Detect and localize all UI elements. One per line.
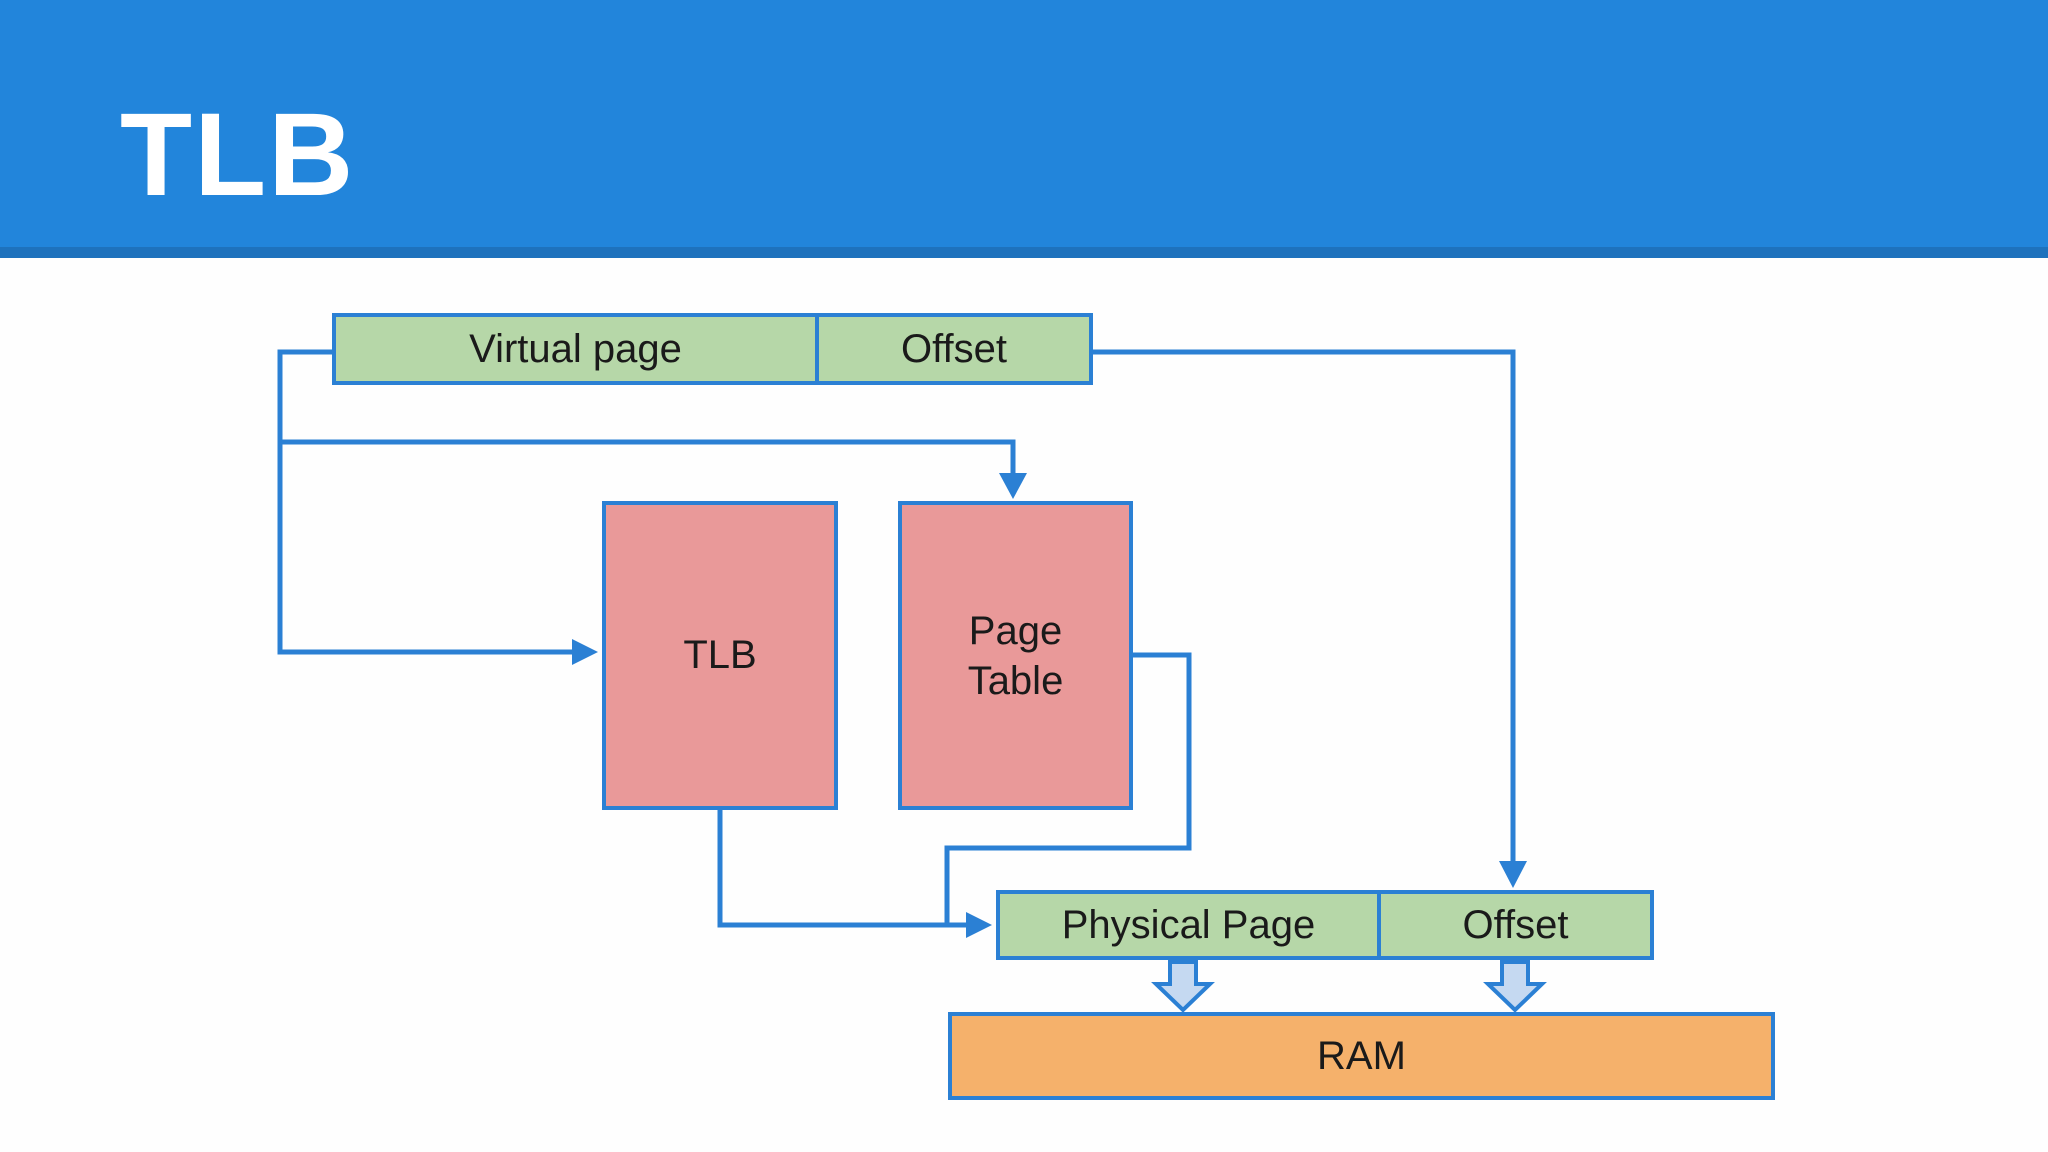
block-down-arrow-physicalpage-icon [1151,960,1215,1013]
slide-title: TLB [120,89,356,221]
connector-virtualpage-to-pagetable [280,439,1016,475]
virtual-offset-box: Offset [815,317,1089,381]
header-accent-strip [0,247,2048,258]
arrowhead-down-pagetable-icon [999,473,1027,499]
virtual-page-label: Virtual page [469,326,682,371]
virtual-page-box: Virtual page [336,317,815,381]
connector-virtualpage-to-tlb [277,349,574,655]
page-table-label: Page Table [967,608,1064,703]
connector-pagetable-to-physicalpage [944,652,1192,925]
ram-box: RAM [948,1012,1775,1100]
slide-header [0,0,2048,247]
arrowhead-right-physicalpage-icon [966,912,992,938]
connector-offset-to-offset [1093,349,1516,862]
physical-page-box: Physical Page [1000,894,1377,956]
virtual-address-row: Virtual page Offset [332,313,1093,385]
ram-label: RAM [1317,1033,1406,1078]
physical-page-label: Physical Page [1061,902,1316,947]
connector-tlb-to-physicalpage [717,810,966,928]
page-table-box: Page Table [898,501,1133,810]
block-down-arrow-offset-icon [1483,960,1547,1013]
physical-offset-label: Offset [1462,902,1569,947]
virtual-offset-label: Offset [901,326,1007,371]
physical-address-row: Physical Page Offset [996,890,1654,960]
physical-offset-box: Offset [1377,894,1650,956]
arrowhead-right-tlb-icon [572,639,598,665]
tlb-label: TLB [683,633,757,677]
tlb-box: TLB [602,501,838,810]
arrowhead-down-offset-icon [1499,861,1527,888]
